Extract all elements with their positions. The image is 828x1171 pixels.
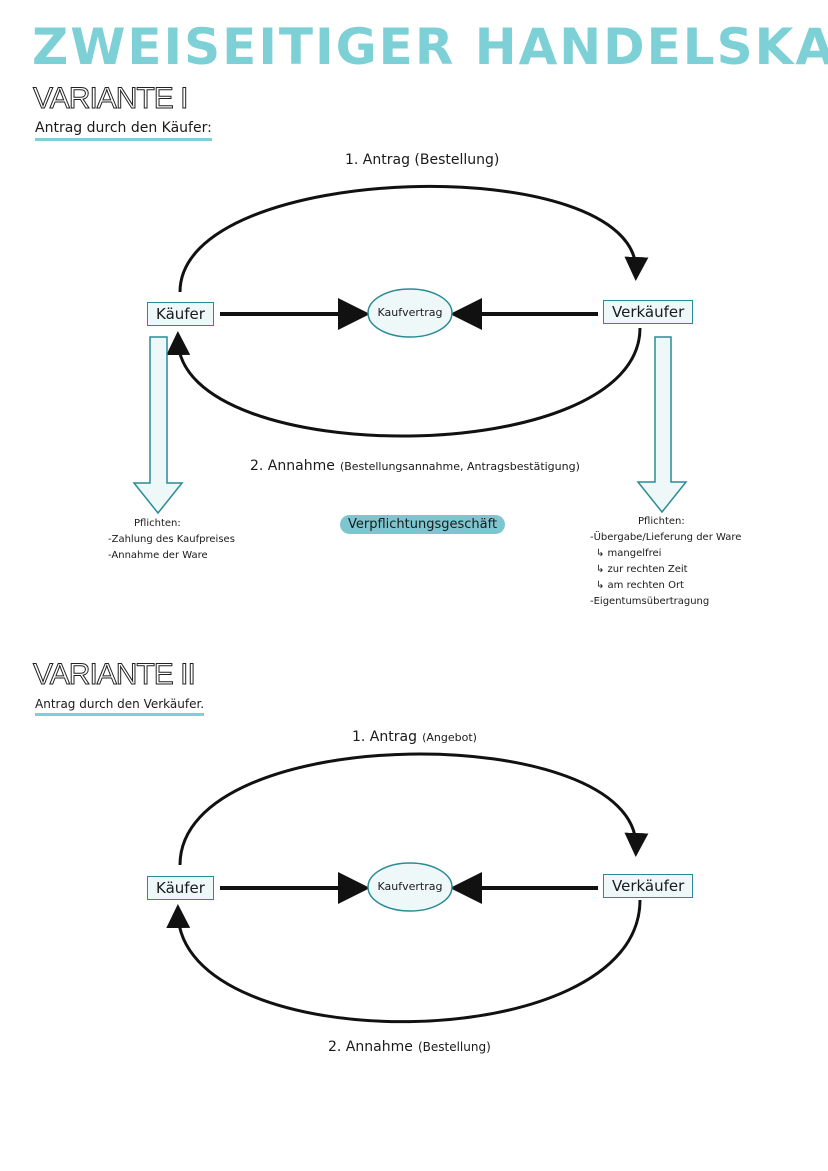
contract-oval [367,288,453,338]
seller-duty-subitem: ↳ zur rechten Zeit [596,564,688,575]
variant2-subtitle: Antrag durch den Verkäufer. [35,697,205,716]
variant1-subtitle: Antrag durch den Käufer: [35,120,212,141]
seller-box-2: Verkäufer [603,874,694,898]
step2-label-2: 2. Annahme (Bestellung) [328,1036,491,1055]
step1-label-2: 1. Antrag (Angebot) [352,726,477,745]
arc-antrag [178,184,649,293]
buyer-duty-item: -Zahlung des Kaufpreises [108,534,235,545]
buyer-duties-title: Pflichten: [134,518,181,529]
seller-duty-subitem: ↳ am rechten Ort [596,580,684,591]
variant1-heading: VARIANTE I [32,82,188,116]
arc-annahme-2 [166,899,642,1024]
down-arrow-buyer [132,336,184,515]
buyer-duty-item: -Annahme der Ware [108,550,208,561]
step1-main-2: 1. Antrag [352,729,417,745]
step2-main: 2. Annahme [250,458,335,474]
step2-detail-2: (Bestellung) [417,1040,491,1054]
contract-label-2: Kaufvertrag [377,880,443,893]
arc-annahme [166,327,642,438]
badge-verpflichtungsgeschaeft: Verpflichtungsgeschäft [340,515,506,534]
seller-duty-item: -Übergabe/Lieferung der Ware [590,532,742,543]
variant2-diagram [166,752,649,1024]
down-arrow-seller [636,336,688,514]
buyer-box-2: Käufer [147,876,214,900]
step2-main-2: 2. Annahme [328,1039,413,1055]
step1-detail-2: (Angebot) [422,731,477,744]
seller-duties-title: Pflichten: [638,516,685,527]
buyer-duties: Pflichten: -Zahlung des Kaufpreises -Ann… [108,516,235,564]
step2-detail: (Bestellungsannahme, Antragsbestätigung) [339,460,580,473]
variant2-heading: VARIANTE II [33,658,197,692]
page-title: ZWEISEITIGER HANDELSKAUF [32,18,828,76]
seller-duty-subitem: ↳ mangelfrei [596,548,662,559]
arc-antrag-2 [178,752,649,866]
seller-box: Verkäufer [603,300,694,324]
step1-label: 1. Antrag (Bestellung) [345,152,500,168]
seller-duty-item: -Eigentumsübertragung [590,596,710,607]
step2-label: 2. Annahme (Bestellungsannahme, Antragsb… [250,455,580,474]
buyer-box: Käufer [147,302,214,326]
variant1-diagram [132,184,688,515]
contract-label: Kaufvertrag [377,306,443,319]
seller-duties: Pflichten: -Übergabe/Lieferung der Ware … [590,514,741,610]
contract-oval-2 [367,862,453,912]
